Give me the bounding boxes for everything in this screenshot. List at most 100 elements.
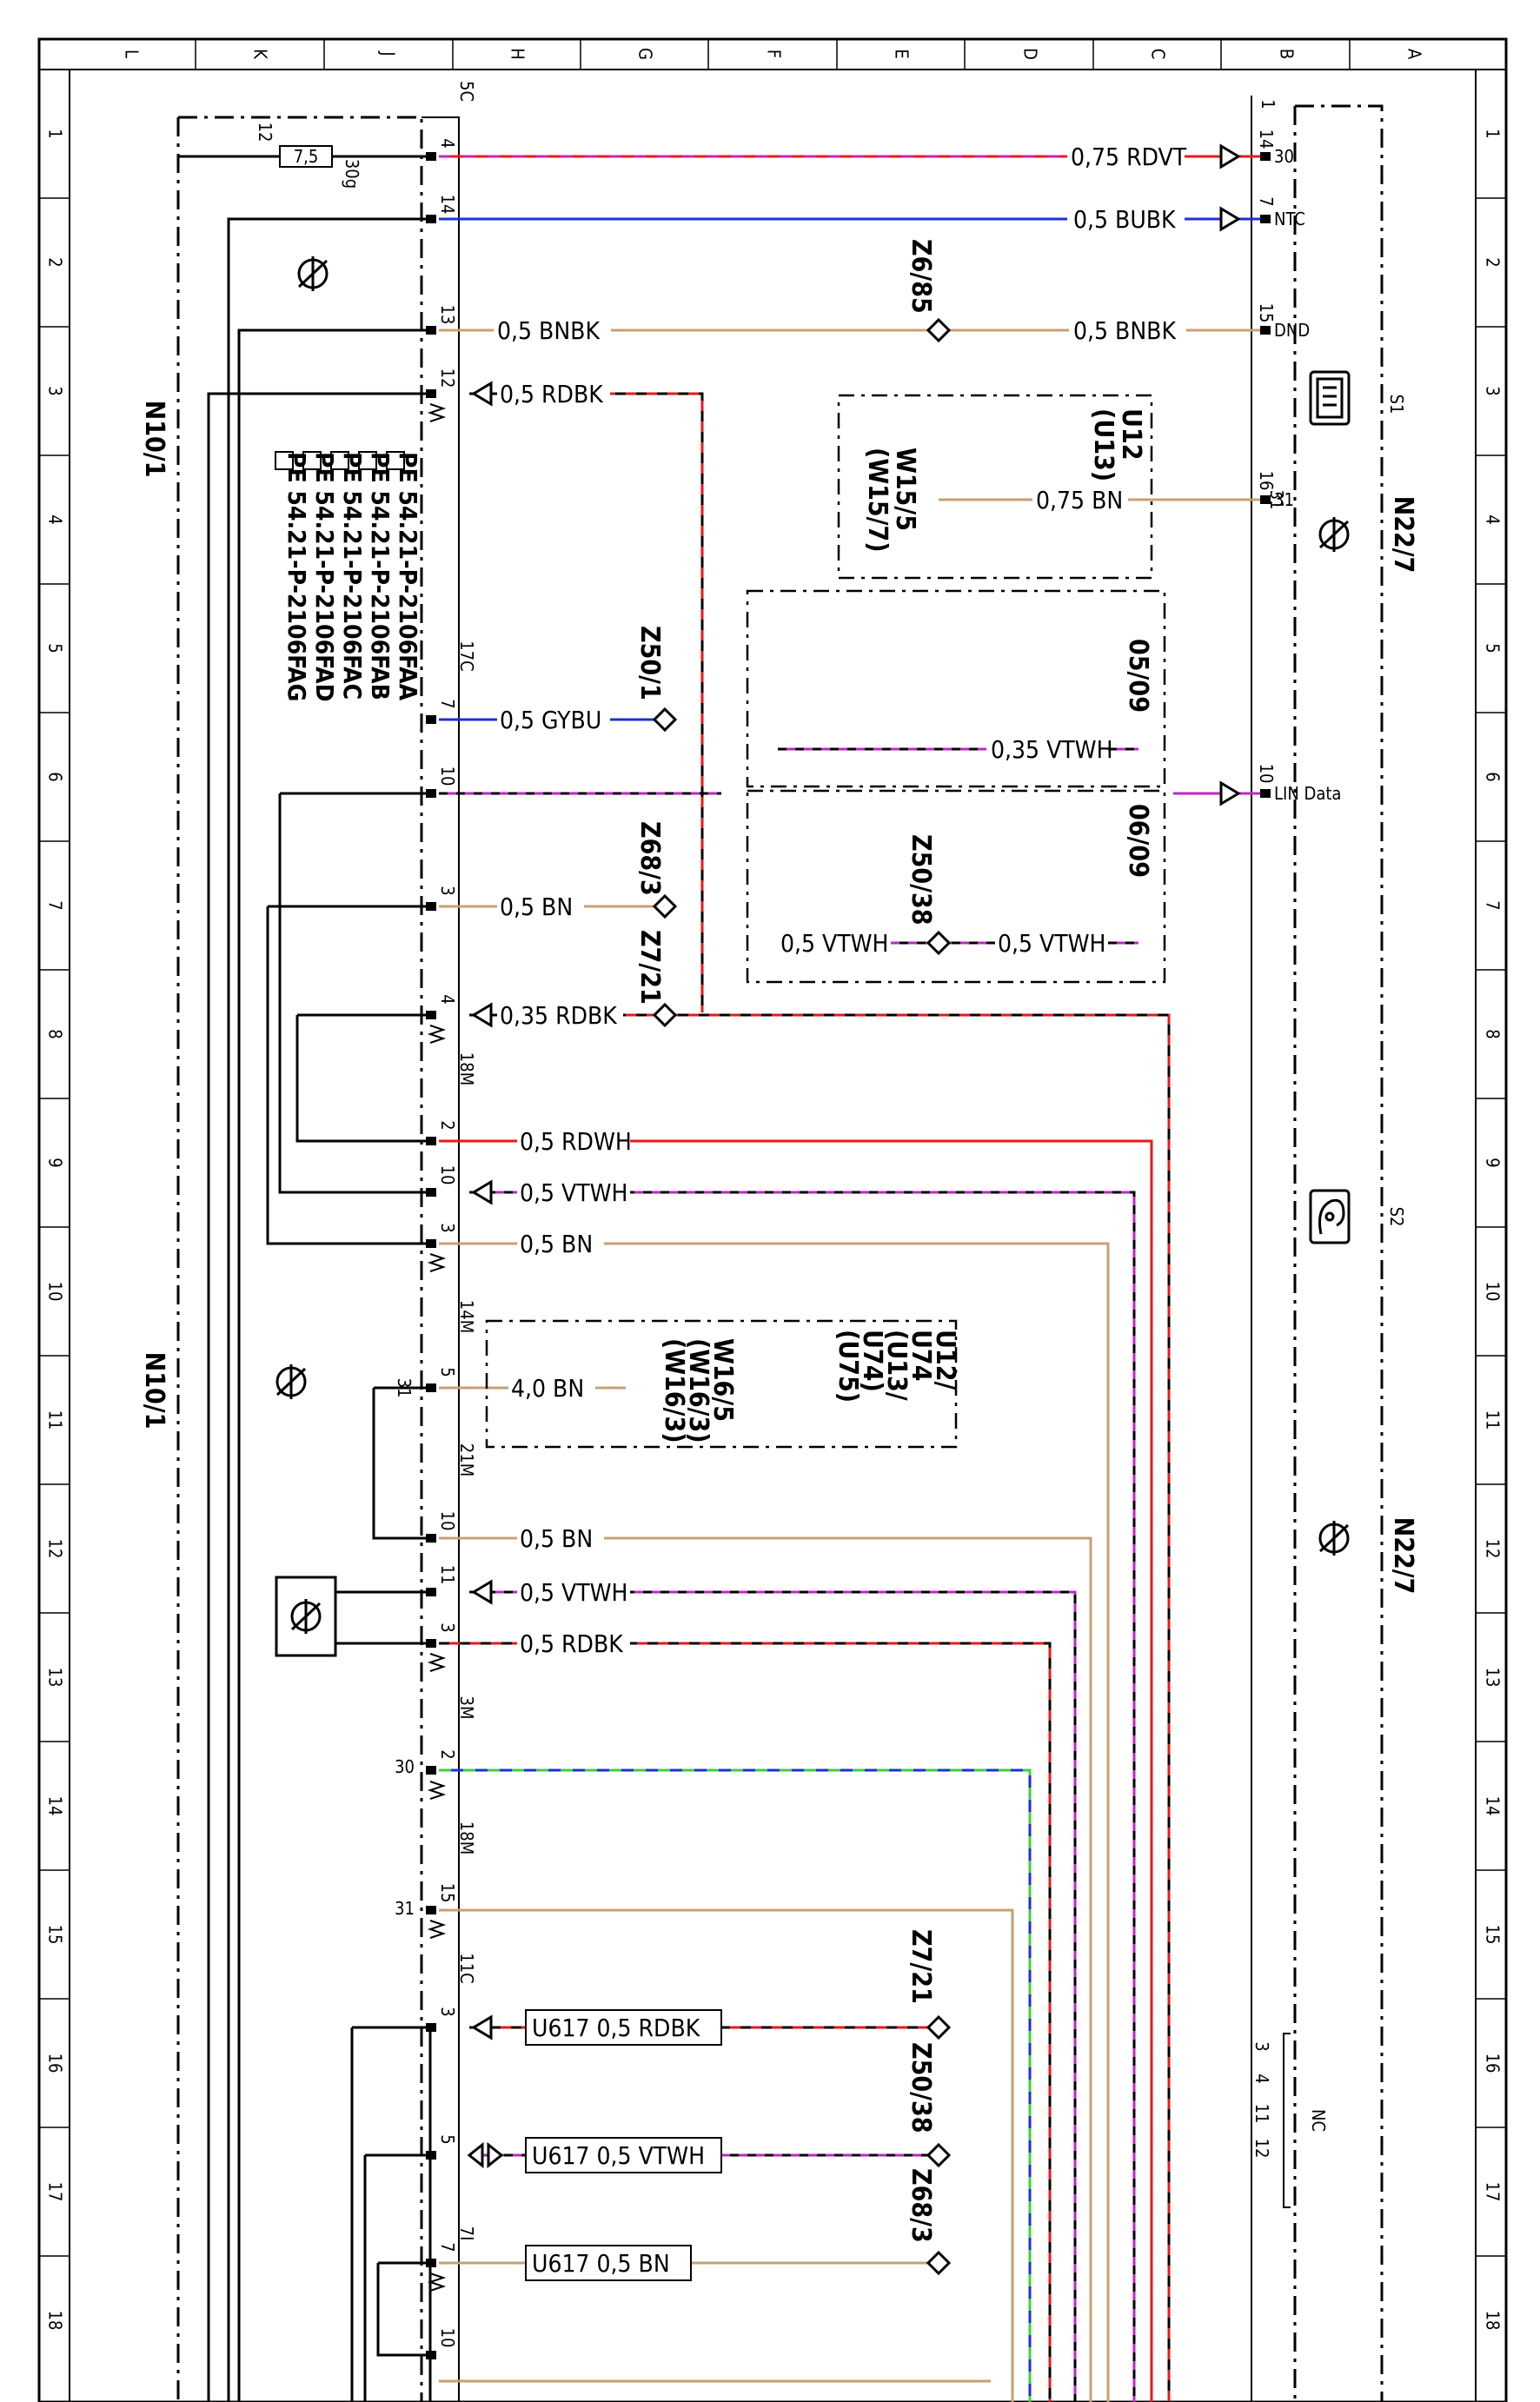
- grid-row-label: 12: [45, 1539, 66, 1559]
- spring-markers: [427, 403, 447, 2292]
- pin-number: 14: [437, 195, 458, 215]
- pin-number: 11: [437, 1565, 458, 1585]
- wire-label: 0,5 BN: [520, 1230, 593, 1258]
- wire-bn-r15: [439, 1908, 1014, 2402]
- connector-label: 1: [1258, 99, 1278, 109]
- grid-row-label: 11: [45, 1410, 66, 1430]
- grid-row-label: 11: [1483, 1410, 1503, 1430]
- splice-label: Z68/3: [906, 2168, 936, 2243]
- splice-diamond: [926, 2014, 952, 2040]
- pin-number: 15: [437, 1883, 458, 1903]
- variant-label: U12: [1116, 408, 1146, 460]
- grid-row-label: 17: [45, 2182, 66, 2202]
- splice-label: Z7/21: [906, 1929, 936, 2004]
- splice-label: Z50/38: [906, 2042, 936, 2133]
- grid-row-labels-right: 1 2 3 4 5 6 7 8 9 10 11 12 13 14 15 16 1…: [1483, 129, 1503, 2330]
- grid-row-label: 13: [1483, 1668, 1503, 1688]
- splice-diamond: [926, 2250, 952, 2276]
- nc-pin: 11: [1251, 2104, 1272, 2124]
- internal-wiring: [178, 155, 432, 2402]
- grid-row-label: 14: [1483, 1796, 1503, 1816]
- wire-label: 0,5 VTWH: [780, 929, 889, 958]
- pin-number: 10: [1256, 764, 1277, 784]
- wire-label: 0,5 GYBU: [500, 706, 601, 734]
- sheet-frame: [37, 37, 1508, 2402]
- wire-bn-r10: [439, 1242, 1110, 2402]
- pin-number: 7: [1256, 196, 1277, 206]
- grid-row-label: 7: [1483, 900, 1503, 910]
- grid-row-label: 8: [1483, 1029, 1503, 1038]
- pe-hand-icon: [275, 451, 405, 470]
- module-label-n22-7: N22/7: [1388, 1517, 1418, 1595]
- wire-label: 0,35 RDBK: [500, 1001, 618, 1030]
- terminal-label: 30: [1274, 146, 1294, 167]
- pin-number: 3: [437, 1223, 458, 1232]
- connector-label: 3M: [456, 1696, 477, 1720]
- grid-row-label: 15: [1483, 1925, 1503, 1945]
- grid-row-label: 12: [1483, 1539, 1503, 1559]
- pe-ref: PE 54.21-P-2106FAG: [282, 452, 311, 701]
- connector-labels: 5C 17C 18M 14M 21M 3M 18M 11C 7I 1: [456, 81, 1278, 2240]
- pin-number: 10: [437, 1511, 458, 1531]
- splice-label: Z50/38: [906, 834, 936, 926]
- wire-labels: 0,75 RDVT 0,5 BUBK 0,5 BNBK 0,5 BNBK 0,5…: [494, 141, 1187, 2281]
- grid-row-label: 7: [45, 900, 66, 910]
- option-label: 06/09: [1123, 804, 1153, 878]
- connector-label: 11C: [456, 1953, 477, 1983]
- terminal-label: LIN Data: [1274, 783, 1341, 804]
- grid-row-label: 4: [45, 514, 66, 524]
- wire-rdbk-035-stripe: [469, 1013, 1171, 2402]
- wire-bugn-stripe: [439, 1768, 1032, 2402]
- pin-number: 3: [437, 2007, 458, 2016]
- variant-texts: U12 (U13) W15/5 (W15/7) U12/ U74 (U13/ U…: [659, 408, 1153, 1443]
- wire-label: 0,5 VTWH: [998, 929, 1106, 958]
- fuse-body: [279, 145, 333, 168]
- wire-label: 0,5 RDWH: [520, 1127, 632, 1156]
- wire-label: 0,5 VTWH: [520, 1578, 628, 1607]
- pin-number: 16: [1256, 471, 1277, 491]
- variant-box-2: [485, 1319, 958, 1449]
- variant-wire-label: W16/5: [707, 1338, 738, 1422]
- wire-label: 0,5 BN: [520, 1524, 593, 1553]
- wire-label: U617 0,5 RDBK: [532, 2014, 701, 2042]
- grid-col-label: B: [1277, 49, 1298, 59]
- pe-ref: PE 54.21-P-2106FAA: [394, 452, 422, 701]
- pin-number: 10: [437, 766, 458, 786]
- pin-number: 2: [437, 1120, 458, 1130]
- splice-diamond: [926, 2142, 952, 2168]
- nc-pin: 4: [1251, 2074, 1272, 2083]
- pin-number: 2: [437, 1749, 458, 1759]
- pin-number: 10: [437, 1165, 458, 1185]
- pe-references: PE 54.21-P-2106FAA PE 54.21-P-2106FAB PE…: [282, 452, 422, 702]
- wire-vtwh-r12: [469, 1590, 1077, 2402]
- connector-label: 7I: [456, 2226, 477, 2241]
- pin-number: 13: [437, 305, 458, 325]
- rear-defrost-switch-icon: [1309, 370, 1351, 426]
- variant-wire-label: (W16/3): [659, 1338, 689, 1443]
- fuse-pin: 12: [255, 123, 275, 143]
- connector-label: 17C: [456, 640, 477, 671]
- splice-label: Z6/85: [906, 239, 936, 314]
- connector-strip: [422, 96, 1252, 2402]
- control-unit-icon: [1318, 517, 1350, 552]
- left-pin-numbers: 4 14 13 12 7 10 3 4 2 10 3 5 10 11 3 2 1…: [437, 138, 458, 2347]
- variant-wire-label: (W15/7): [862, 448, 893, 553]
- nc-pin: 3: [1251, 2041, 1272, 2051]
- wire-vtwh-stripe: [469, 1191, 1136, 2402]
- ground-label-31: 31: [394, 1378, 415, 1398]
- wire-rdbk-r13-stripe: [439, 1642, 1052, 2402]
- splice-labels: Z6/85 Z50/1 Z68/3 Z7/21 Z50/38 Z7/21 Z50…: [634, 239, 936, 2243]
- splice-diamond: [926, 317, 952, 343]
- wire-bn-r12: [439, 1536, 1092, 2402]
- grid-row-label: 3: [1483, 386, 1503, 395]
- terminal-label: NTC: [1274, 209, 1305, 229]
- module-label-n10-1: N10/1: [139, 1352, 169, 1430]
- control-unit-icon: [275, 1364, 307, 1399]
- grid-row-label: 3: [45, 386, 66, 395]
- grid-row-label: 10: [1483, 1282, 1503, 1302]
- wire-rdwh: [439, 1139, 1153, 2402]
- pin-number: 3: [437, 1622, 458, 1632]
- wire-label: 0,5 RDBK: [520, 1629, 624, 1658]
- pin-number: 15: [1256, 303, 1277, 323]
- pe-ref: PE 54.21-P-2106FAC: [338, 452, 367, 700]
